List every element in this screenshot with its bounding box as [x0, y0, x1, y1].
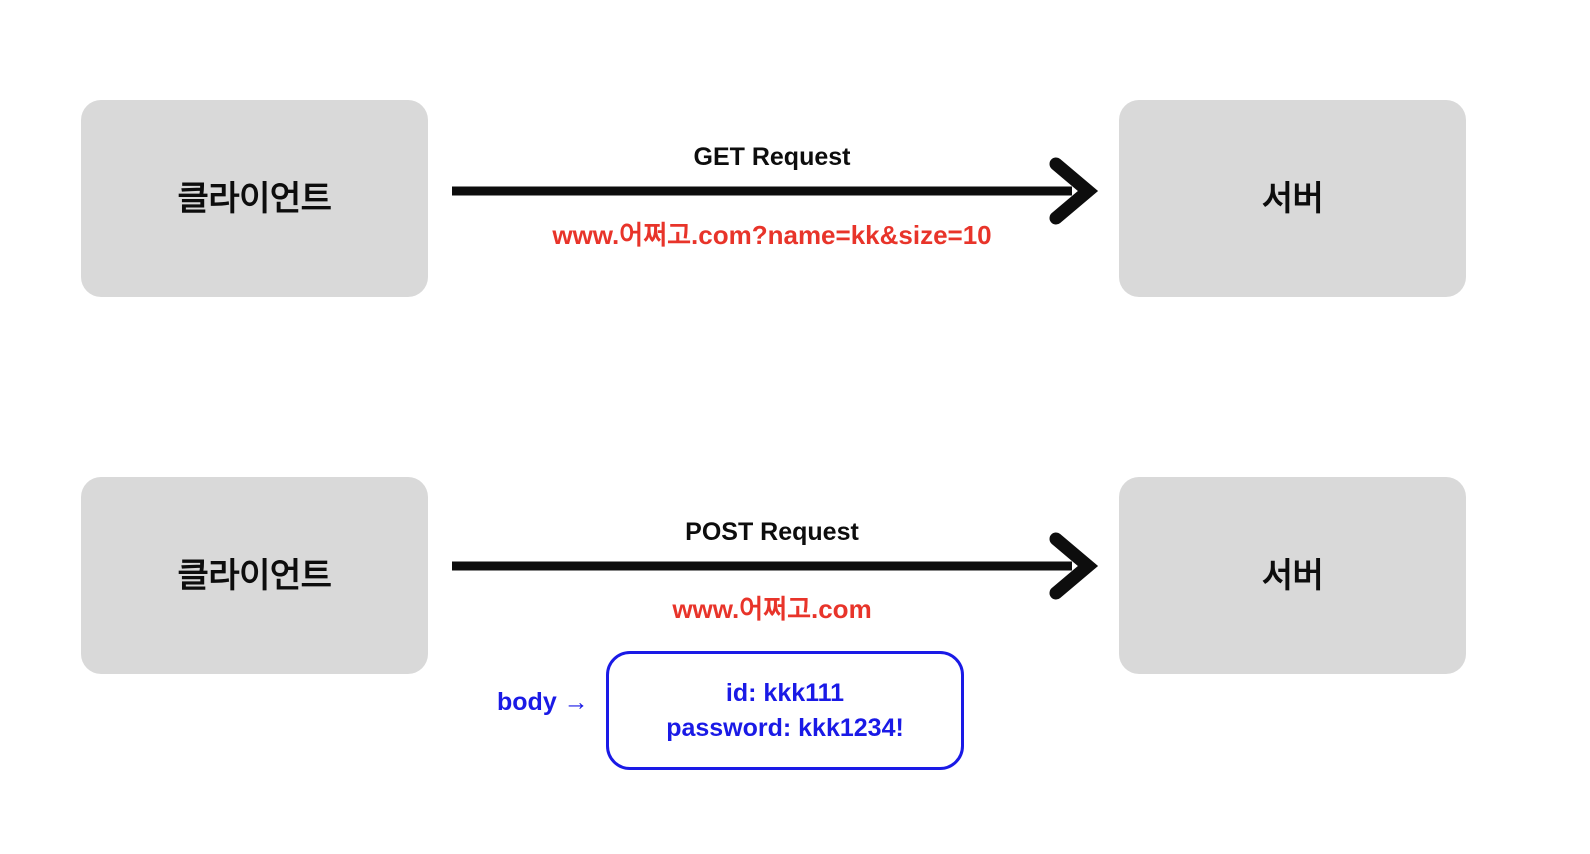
client-node-get-label: 클라이언트 [177, 179, 332, 218]
post-request-label: POST Request [685, 518, 859, 546]
right-arrow-icon-get [452, 157, 1099, 225]
request-body-line-id: id: kkk111 [725, 678, 845, 707]
server-node-get-label: 서버 [1261, 179, 1324, 218]
right-arrow-icon-post [452, 532, 1099, 600]
request-body-line-password: password: kkk1234! [666, 713, 904, 742]
server-node-post: 서버 [1119, 477, 1466, 674]
body-annotation-label: body → [497, 688, 589, 716]
post-request-url: www.어쩌고.com [672, 594, 872, 624]
server-node-post-label: 서버 [1261, 556, 1324, 595]
client-node-get: 클라이언트 [81, 100, 428, 297]
get-request-url: www.어쩌고.com?name=kk&size=10 [552, 220, 992, 250]
server-node-get: 서버 [1119, 100, 1466, 297]
client-node-post-label: 클라이언트 [177, 556, 332, 595]
get-request-label: GET Request [693, 143, 851, 171]
request-body-box: id: kkk111 password: kkk1234! [606, 651, 964, 770]
client-node-post: 클라이언트 [81, 477, 428, 674]
